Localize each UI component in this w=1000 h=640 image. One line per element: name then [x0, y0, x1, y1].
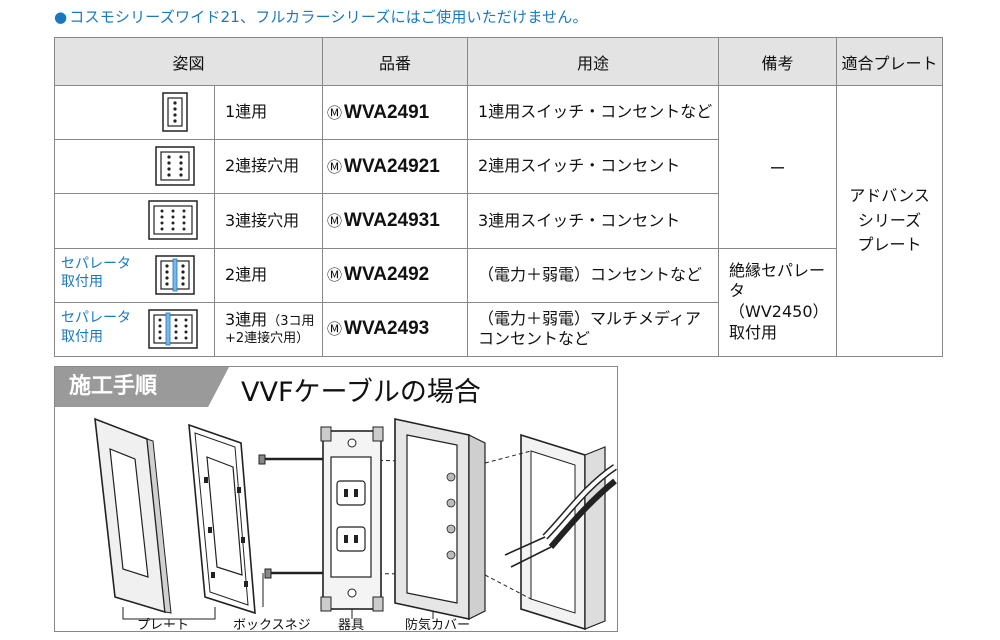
purpose-cell: （電力＋弱電）コンセントなど — [467, 247, 720, 303]
usage-cell: 1連用 — [213, 84, 324, 141]
figure-cell — [54, 84, 215, 141]
remark-cell: ー — [718, 85, 838, 249]
usage-cell: 3連接穴用 — [213, 193, 324, 249]
figure-cell — [54, 193, 215, 249]
part-number: WVA2491 — [344, 101, 430, 123]
separator-label-line-1: セパレータ — [61, 309, 131, 326]
figure-cell — [54, 139, 215, 195]
plate-line-3: プレート — [857, 235, 922, 255]
install-tag: 施工手順 — [55, 367, 229, 407]
usage-note: ●コスモシリーズワイド21、フルカラーシリーズにはご使用いただけません。 — [54, 6, 588, 27]
remark-line-2: （WV2450） — [729, 302, 829, 322]
separator-label-line-2: 取付用 — [61, 328, 103, 345]
note-text: コスモシリーズワイド21、フルカラーシリーズにはご使用いただけません。 — [69, 8, 588, 26]
part-number: WVA2492 — [344, 264, 430, 286]
usage-cell: 2連用 — [213, 247, 324, 303]
separator-label: セパレータ 取付用 — [61, 255, 131, 293]
separator-label-line-1: セパレータ — [61, 255, 131, 272]
usage-main: 3連用 — [225, 310, 268, 330]
device-illustration — [320, 426, 384, 612]
label-device: 器具 — [338, 618, 365, 633]
note-bullet: ● — [54, 8, 68, 26]
plate-cell: アドバンス シリーズ プレート — [836, 85, 944, 357]
cable-illustration — [504, 464, 617, 568]
purpose-line-2: コンセントなど — [478, 329, 591, 349]
maker-mark: Ⓜ — [327, 211, 343, 230]
remark-line-3: 取付用 — [729, 323, 778, 343]
maker-mark: Ⓜ — [327, 103, 343, 122]
frame-illustration — [188, 423, 256, 615]
purpose-cell: 3連用スイッチ・コンセント — [467, 193, 720, 249]
header-figure: 姿図 — [53, 37, 324, 86]
part-number: WVA24931 — [344, 209, 440, 231]
part-number: WVA24921 — [344, 155, 440, 177]
install-procedure: 施工手順 VVFケーブルの場合 — [54, 366, 618, 633]
separator-label: セパレータ 取付用 — [61, 309, 131, 347]
frame-1gang-icon — [162, 92, 188, 132]
part-number: WVA2493 — [344, 318, 430, 340]
table-row: セパレータ 取付用 3連用（3コ用 +2連接穴用） — [54, 301, 943, 358]
remark-line-1: 絶縁セパレータ — [729, 260, 826, 301]
label-box-screw: ボックスネジ — [233, 618, 311, 633]
usage-cell: 2連接穴用 — [213, 139, 324, 195]
maker-mark: Ⓜ — [327, 266, 343, 285]
frame-2gang-separator-icon — [155, 254, 195, 295]
exploded-diagram — [94, 417, 617, 631]
label-plate: プレート — [137, 618, 190, 633]
usage-cell: 3連用（3コ用 +2連接穴用） — [213, 301, 324, 358]
plate-illustration — [94, 417, 172, 614]
frame-3gang-separator-icon — [148, 309, 198, 349]
plate-line-2: シリーズ — [857, 210, 922, 230]
maker-mark: Ⓜ — [327, 157, 343, 176]
remark-cell-separator: 絶縁セパレータ （WV2450） 取付用 — [718, 247, 838, 358]
separator-label-line-2: 取付用 — [61, 274, 103, 291]
install-title: VVFケーブルの場合 — [241, 377, 481, 408]
figure-cell: セパレータ 取付用 — [54, 247, 215, 303]
plate-line-1: アドバンス — [849, 185, 930, 205]
purpose-cell: 1連用スイッチ・コンセントなど — [467, 84, 720, 141]
purpose-line-1: （電力＋弱電）マルチメディア — [478, 308, 701, 328]
frame-3gang-icon — [148, 200, 198, 241]
header-part-number: 品番 — [322, 37, 469, 86]
maker-mark: Ⓜ — [327, 320, 343, 339]
header-purpose: 用途 — [467, 37, 720, 86]
header-plate: 適合プレート — [836, 37, 944, 86]
header-remarks: 備考 — [718, 37, 838, 86]
usage-small-1: （3コ用 — [267, 314, 315, 330]
purpose-cell: （電力＋弱電）マルチメディア コンセントなど — [467, 301, 720, 358]
cover-illustration — [394, 418, 486, 620]
frame-2gang-icon — [155, 146, 195, 186]
table-header-row: 姿図 品番 用途 備考 適合プレート — [53, 37, 944, 86]
label-cover: 防気カバー — [405, 618, 471, 633]
usage-small-2: +2連接穴用） — [225, 331, 310, 347]
purpose-cell: 2連用スイッチ・コンセント — [467, 139, 720, 195]
figure-cell: セパレータ 取付用 — [54, 301, 215, 358]
leader-lines — [122, 573, 434, 627]
